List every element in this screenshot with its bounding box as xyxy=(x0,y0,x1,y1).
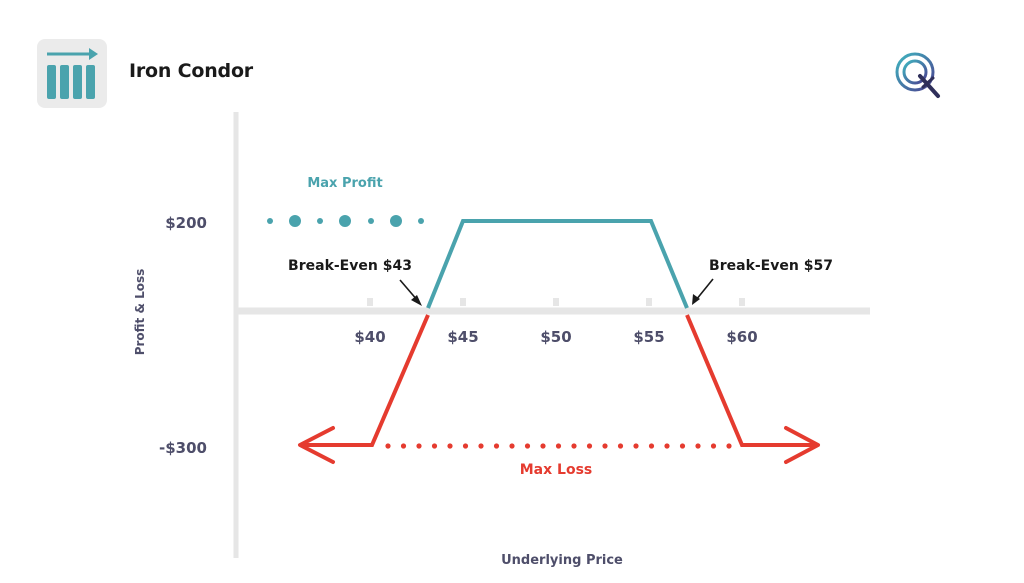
x-tick-40: $40 xyxy=(354,328,385,346)
profit-line xyxy=(426,219,689,309)
x-tick-60: $60 xyxy=(726,328,757,346)
y-tick-200: $200 xyxy=(165,214,207,232)
x-axis-label: Underlying Price xyxy=(501,553,623,568)
loss-line-left xyxy=(300,314,430,447)
break-even-57-label: Break-Even $57 xyxy=(709,258,833,274)
max-loss-label: Max Loss xyxy=(520,462,593,478)
y-tick-neg300: -$300 xyxy=(159,439,207,457)
page-title: Iron Condor xyxy=(129,60,253,82)
loss-arrowhead-right xyxy=(784,426,820,464)
loss-arrowhead-left xyxy=(298,426,335,464)
x-tick-45: $45 xyxy=(447,328,478,346)
break-even-43-arrow-icon xyxy=(399,279,422,306)
q-logo-icon xyxy=(893,50,949,100)
break-even-57-arrow-icon xyxy=(692,278,714,305)
max-loss-dots xyxy=(385,443,732,449)
x-tick-50: $50 xyxy=(540,328,571,346)
break-even-43-label: Break-Even $43 xyxy=(288,258,412,274)
max-profit-dots xyxy=(267,215,424,227)
y-axis-label: Profit & Loss xyxy=(133,269,147,356)
x-tick-55: $55 xyxy=(633,328,664,346)
loss-line-right xyxy=(685,314,818,447)
max-profit-label: Max Profit xyxy=(307,176,382,191)
x-axis xyxy=(236,298,870,315)
bar-chart-arrow-icon xyxy=(37,39,107,108)
